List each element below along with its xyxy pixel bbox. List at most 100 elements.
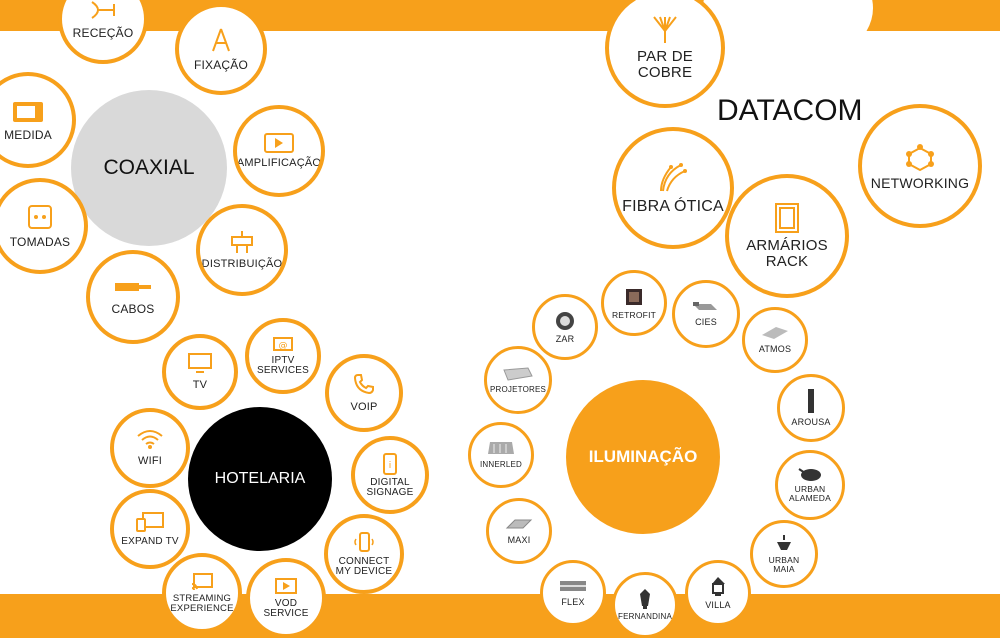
arousa-item[interactable]: AROUSA bbox=[777, 374, 845, 442]
armarios-rack-label: ARMÁRIOS RACK bbox=[746, 237, 828, 270]
voip-item[interactable]: VOIP bbox=[325, 354, 403, 432]
iptv-icon: @ bbox=[272, 336, 294, 354]
expand-tv-item[interactable]: EXPAND TV bbox=[110, 489, 190, 569]
iluminacao-hub[interactable]: ILUMINAÇÃO bbox=[566, 380, 720, 534]
urban-alameda-item[interactable]: URBAN ALAMEDA bbox=[775, 450, 845, 520]
pendant-lamp-icon bbox=[774, 534, 794, 554]
urban-maia-item[interactable]: URBAN MAIA bbox=[750, 520, 818, 588]
phone-icon bbox=[352, 372, 376, 396]
zar-label: ZAR bbox=[555, 333, 575, 344]
bollard-icon bbox=[806, 388, 816, 414]
coaxial-hub[interactable]: COAXIAL bbox=[71, 90, 227, 246]
svg-text:i: i bbox=[389, 461, 392, 471]
hotelaria-hub[interactable]: HOTELARIA bbox=[188, 407, 332, 551]
highbay-lamp-icon bbox=[554, 310, 576, 332]
vod-service-item[interactable]: VOD SERVICE bbox=[246, 558, 326, 638]
urban-alameda-label: URBAN ALAMEDA bbox=[788, 484, 832, 503]
linear-lamp-icon bbox=[558, 578, 588, 594]
fixacao-item[interactable]: FIXAÇÃO bbox=[175, 3, 267, 95]
atmos-item[interactable]: ATMOS bbox=[742, 307, 808, 373]
par-de-cobre-item[interactable]: PAR DE COBRE bbox=[605, 0, 725, 108]
svg-text:@: @ bbox=[279, 341, 288, 351]
connect-my-device-label: CONNECT MY DEVICE bbox=[335, 555, 393, 577]
cable-icon bbox=[113, 279, 153, 295]
retrofit-label: RETROFIT bbox=[611, 310, 657, 321]
urban-lamp-icon bbox=[797, 467, 823, 483]
atmos-label: ATMOS bbox=[758, 344, 792, 355]
fibra-otica-item[interactable]: FIBRA ÓTICA bbox=[612, 127, 734, 249]
cast-icon bbox=[190, 572, 214, 592]
distribuicao-label: DISTRIBUIÇÃO bbox=[201, 258, 283, 271]
maxi-item[interactable]: MAXI bbox=[486, 498, 552, 564]
distribuicao-item[interactable]: DISTRIBUIÇÃO bbox=[196, 204, 288, 296]
urban-maia-label: URBAN MAIA bbox=[768, 555, 800, 574]
tv-item[interactable]: TV bbox=[162, 334, 238, 410]
arousa-label: AROUSA bbox=[791, 417, 831, 428]
retrofit-lamp-icon bbox=[623, 286, 645, 308]
decorative-arc bbox=[703, 0, 873, 68]
panel-lamp-icon bbox=[760, 325, 790, 341]
bottom-accent-band bbox=[0, 594, 1000, 638]
iluminacao-hub-label: ILUMINAÇÃO bbox=[588, 447, 698, 466]
tv-label: TV bbox=[192, 379, 208, 392]
receicao-item[interactable]: RECEÇÃO bbox=[58, 0, 148, 64]
iptv-services-item[interactable]: @ IPTV SERVICES bbox=[245, 318, 321, 394]
zar-item[interactable]: ZAR bbox=[532, 294, 598, 360]
lantern-icon bbox=[638, 588, 652, 610]
flex-item[interactable]: FLEX bbox=[540, 560, 606, 626]
tomadas-label: TOMADAS bbox=[9, 234, 71, 249]
villa-lantern-icon bbox=[709, 576, 727, 598]
antenna-icon bbox=[88, 0, 118, 21]
innerled-label: INNERLED bbox=[479, 460, 523, 470]
hotelaria-hub-label: HOTELARIA bbox=[214, 470, 306, 487]
fixacao-label: FIXAÇÃO bbox=[193, 57, 249, 72]
expand-tv-label: EXPAND TV bbox=[121, 535, 179, 547]
villa-label: VILLA bbox=[705, 599, 731, 610]
play-icon bbox=[274, 577, 298, 597]
tomadas-item[interactable]: TOMADAS bbox=[0, 178, 88, 274]
wifi-icon bbox=[136, 428, 164, 450]
fiber-optic-icon bbox=[657, 161, 689, 193]
amplificacao-item[interactable]: AMPLIFICAÇÃO bbox=[233, 105, 325, 197]
coaxial-hub-label: COAXIAL bbox=[103, 156, 195, 179]
medida-item[interactable]: MEDIDA bbox=[0, 72, 76, 168]
amplificacao-label: AMPLIFICAÇÃO bbox=[236, 157, 322, 170]
mast-icon bbox=[209, 27, 233, 53]
signage-icon: i bbox=[382, 452, 398, 476]
streaming-experience-label: STREAMING EXPERIENCE bbox=[170, 593, 234, 614]
flex-label: FLEX bbox=[561, 597, 585, 608]
fernandina-item[interactable]: FERNANDINA bbox=[612, 572, 678, 638]
cabos-item[interactable]: CABOS bbox=[86, 250, 180, 344]
projetores-item[interactable]: PROJETORES bbox=[484, 346, 552, 414]
tunnel-lamp-icon bbox=[505, 516, 533, 532]
armarios-rack-item[interactable]: ARMÁRIOS RACK bbox=[725, 174, 849, 298]
innerled-item[interactable]: INNERLED bbox=[468, 422, 534, 488]
voip-label: VOIP bbox=[350, 401, 378, 414]
medida-label: MEDIDA bbox=[4, 127, 52, 142]
industrial-lamp-icon bbox=[486, 440, 516, 458]
streaming-experience-item[interactable]: STREAMING EXPERIENCE bbox=[162, 553, 242, 633]
copper-pair-icon bbox=[650, 15, 680, 45]
socket-icon bbox=[27, 204, 53, 230]
projetores-label: PROJETORES bbox=[489, 384, 547, 394]
networking-label: NETWORKING bbox=[870, 174, 970, 191]
retrofit-item[interactable]: RETROFIT bbox=[601, 270, 667, 336]
cies-label: CIES bbox=[695, 317, 717, 328]
fernandina-label: FERNANDINA bbox=[617, 612, 672, 622]
digital-signage-label: DIGITAL SIGNAGE bbox=[366, 476, 414, 498]
par-de-cobre-label: PAR DE COBRE bbox=[637, 48, 693, 81]
floodlight-icon bbox=[502, 366, 534, 382]
fibra-otica-label: FIBRA ÓTICA bbox=[622, 197, 724, 215]
wifi-item[interactable]: WIFI bbox=[110, 408, 190, 488]
connect-my-device-item[interactable]: CONNECT MY DEVICE bbox=[324, 514, 404, 594]
digital-signage-item[interactable]: i DIGITAL SIGNAGE bbox=[351, 436, 429, 514]
maxi-label: MAXI bbox=[507, 535, 531, 546]
meter-icon bbox=[11, 99, 45, 125]
vod-service-label: VOD SERVICE bbox=[263, 597, 309, 619]
cies-item[interactable]: CIES bbox=[672, 280, 740, 348]
cabos-label: CABOS bbox=[111, 301, 155, 316]
networking-item[interactable]: NETWORKING bbox=[858, 104, 982, 228]
amplifier-icon bbox=[263, 132, 295, 154]
villa-item[interactable]: VILLA bbox=[685, 560, 751, 626]
iptv-services-label: IPTV SERVICES bbox=[257, 354, 309, 376]
